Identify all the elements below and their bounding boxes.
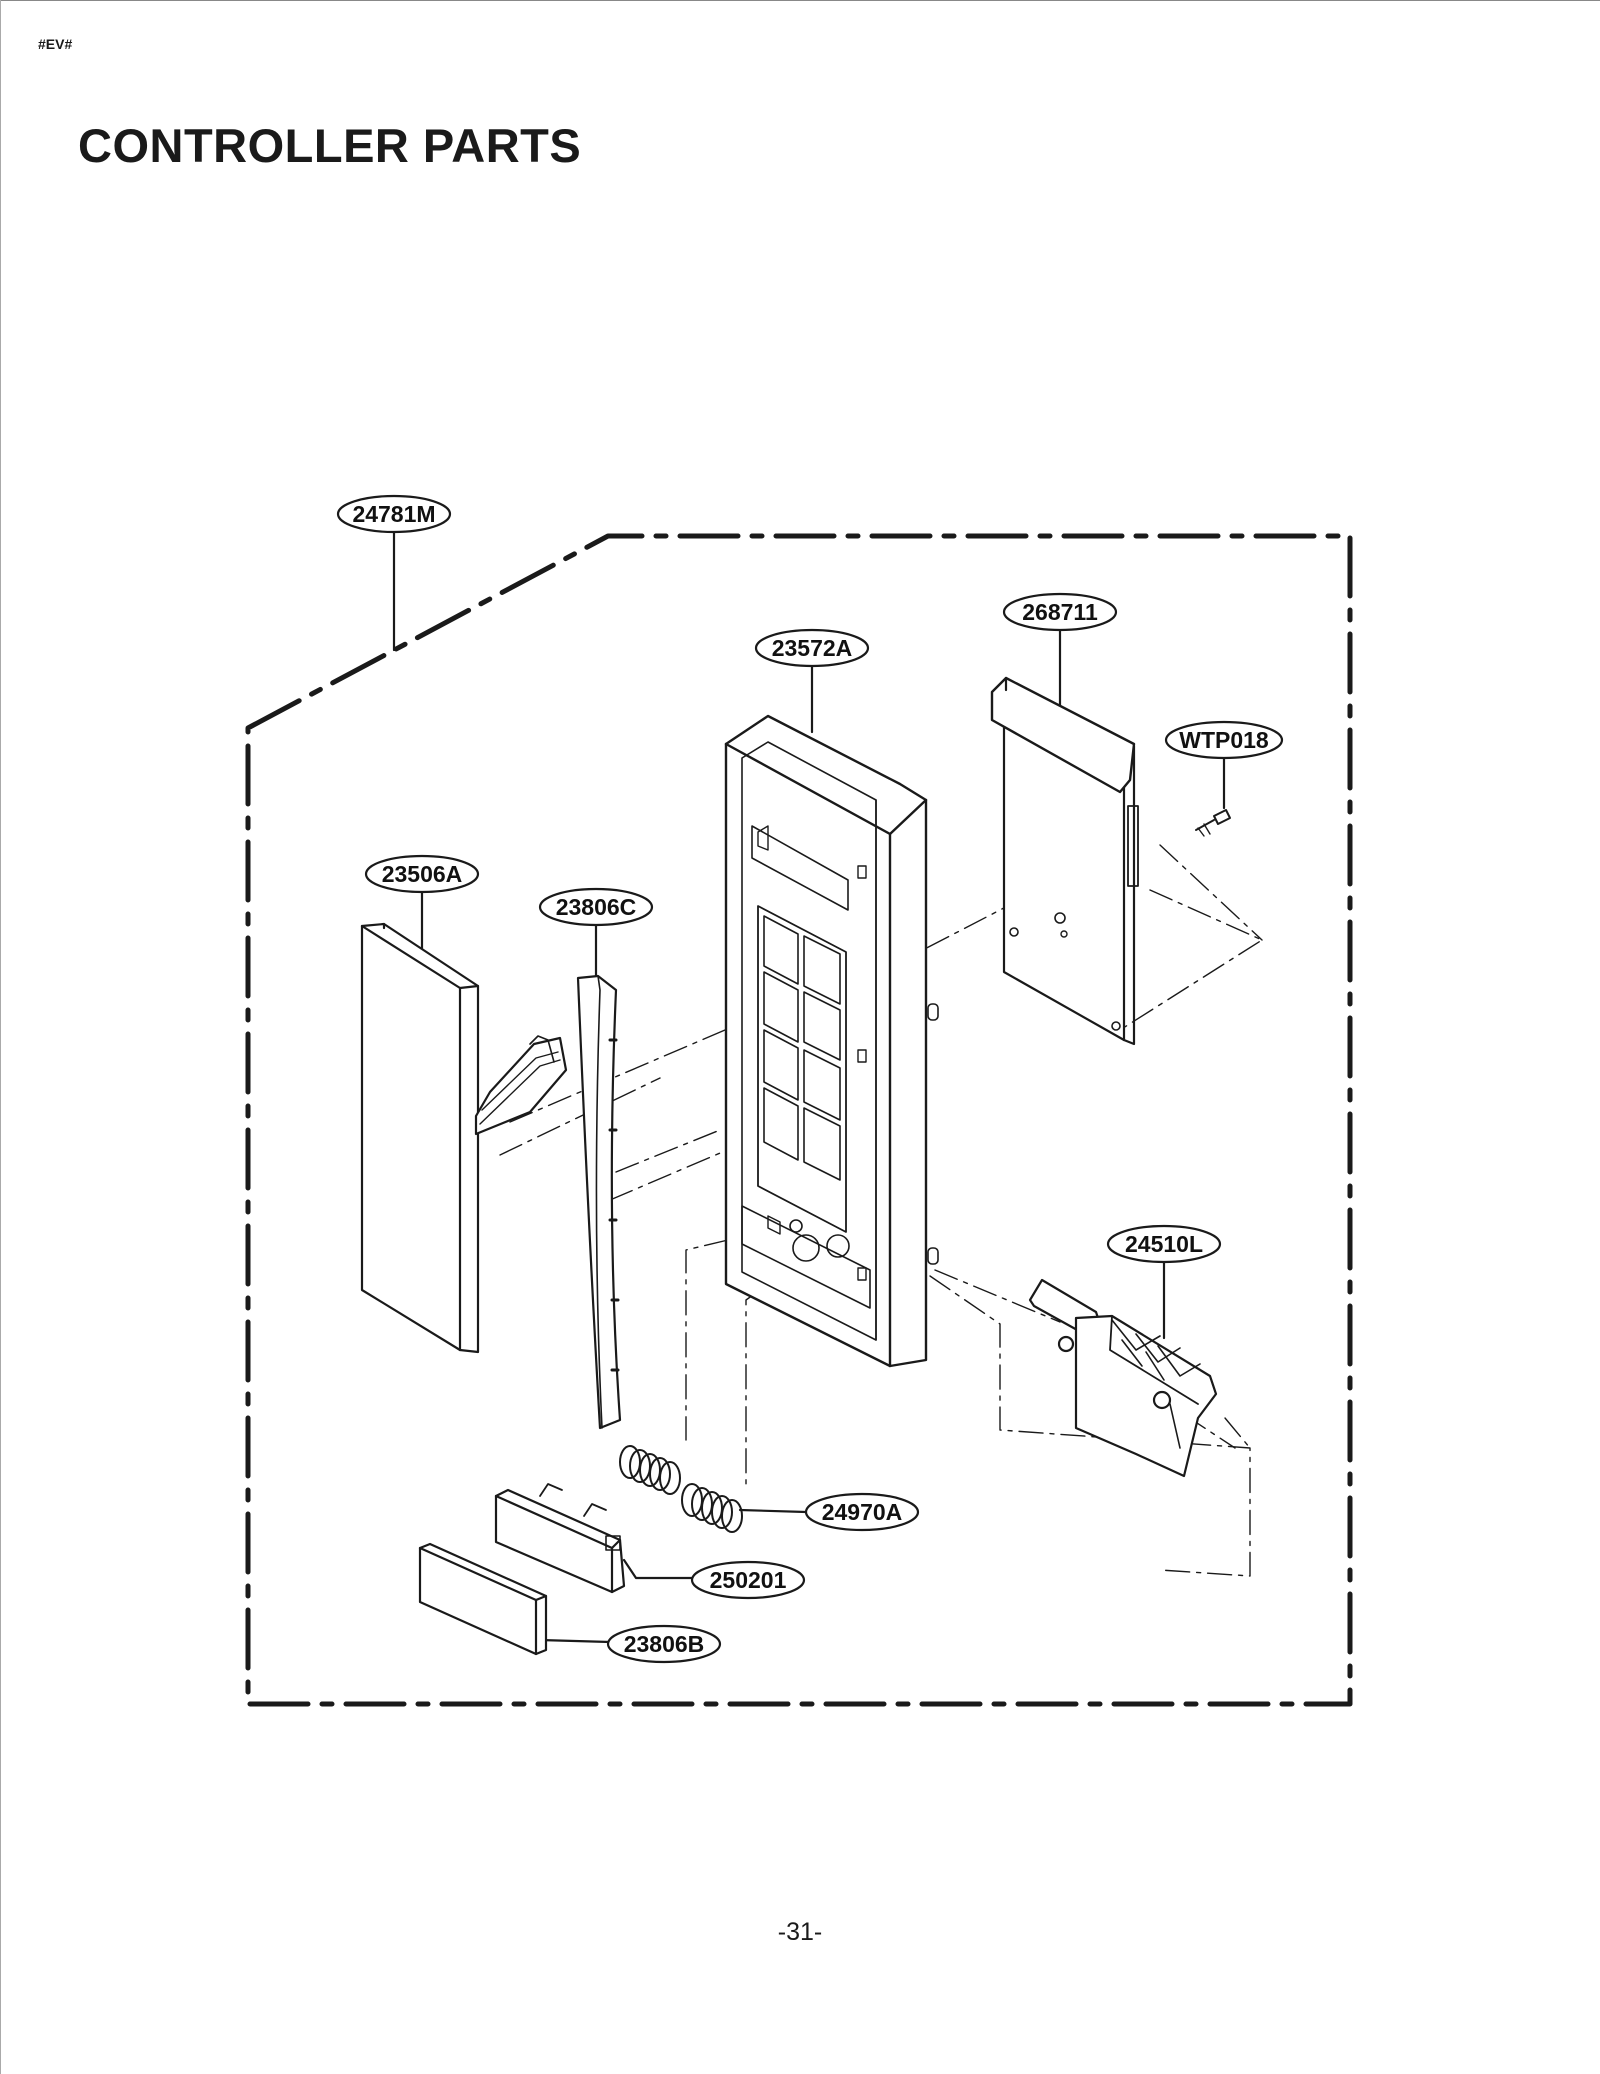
svg-text:24510L: 24510L xyxy=(1125,1231,1203,1257)
membrane-panel-part xyxy=(360,922,568,1354)
svg-text:23572A: 23572A xyxy=(772,635,853,661)
lever-part xyxy=(1028,1278,1218,1478)
button-deco-part xyxy=(418,1542,548,1656)
callout-268711: 268711 xyxy=(1002,592,1118,632)
button-part xyxy=(494,1483,626,1594)
page-number: -31- xyxy=(777,1918,823,1946)
page-left-rule xyxy=(0,0,1,2074)
callout-23806b: 23806B xyxy=(606,1624,722,1664)
svg-text:24970A: 24970A xyxy=(822,1499,903,1525)
pcb-part xyxy=(990,676,1139,1046)
callout-23572a: 23572A xyxy=(754,628,870,668)
svg-text:WTP018: WTP018 xyxy=(1179,727,1269,753)
svg-text:250201: 250201 xyxy=(710,1567,787,1593)
header-code: #EV# xyxy=(38,36,73,52)
callout-250201: 250201 xyxy=(690,1560,806,1600)
callout-24781m: 24781M xyxy=(336,494,452,534)
leader-lines xyxy=(392,529,1226,1644)
callout-wtp018: WTP018 xyxy=(1164,720,1284,760)
svg-text:268711: 268711 xyxy=(1022,599,1098,625)
callout-23806c: 23806C xyxy=(538,887,654,927)
svg-text:23806B: 23806B xyxy=(624,1631,705,1657)
deco-strip-part xyxy=(576,974,622,1430)
assembly-boundary xyxy=(245,533,1353,1707)
page-top-rule xyxy=(0,0,1600,1)
callout-23506a: 23506A xyxy=(364,854,480,894)
callout-24970a: 24970A xyxy=(804,1492,920,1532)
svg-text:23806C: 23806C xyxy=(556,894,637,920)
svg-text:23506A: 23506A xyxy=(382,861,463,887)
callout-24510l: 24510L xyxy=(1106,1224,1222,1264)
callout-labels: 24781M 268711 23572A WTP018 23506A 23806… xyxy=(336,494,1284,1664)
svg-text:24781M: 24781M xyxy=(352,501,435,527)
screw-part xyxy=(1195,809,1231,837)
page-title: CONTROLLER PARTS xyxy=(78,119,582,172)
spring-part xyxy=(619,1445,743,1533)
controller-frame-part xyxy=(724,714,939,1368)
